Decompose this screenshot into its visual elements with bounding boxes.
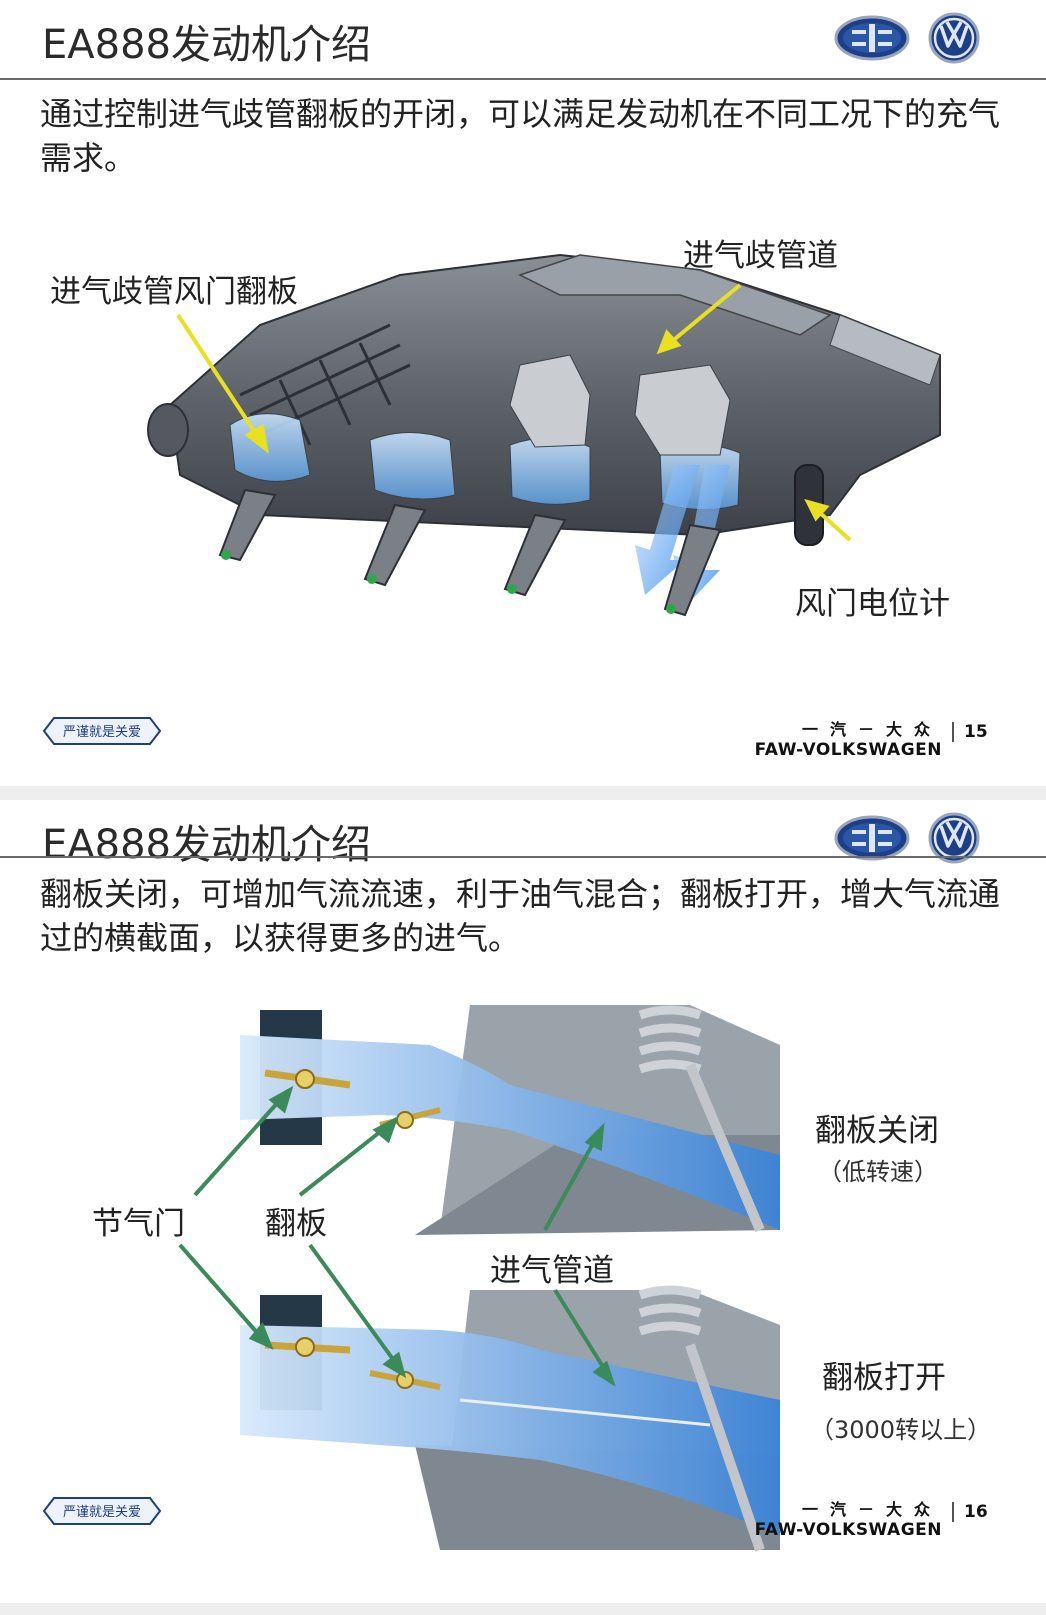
slide-separator xyxy=(0,786,1046,800)
label-intake-flap: 进气歧管风门翻板 xyxy=(50,274,298,310)
brand-en: FAW-VOLKSWAGEN xyxy=(754,1520,942,1540)
footer-badge: 严谨就是关爱 xyxy=(40,1494,164,1532)
slide-body-text: 通过控制进气歧管翻板的开闭，可以满足发动机在不同工况下的充气需求。 xyxy=(40,95,1001,177)
flap-diagram xyxy=(240,1005,780,1552)
pointer-arrows xyxy=(178,1085,616,1387)
label-closed-note: （低转速） xyxy=(818,1158,938,1186)
intake-manifold-illustration xyxy=(147,253,941,617)
label-intake-channel: 进气歧管道 xyxy=(683,238,838,274)
brand-cn: 一汽－大众 xyxy=(801,1500,942,1519)
label-flap: 翻板 xyxy=(265,1206,327,1242)
badge-icon: 严谨就是关爱 xyxy=(42,1497,162,1525)
label-flap-closed: 翻板关闭 xyxy=(815,1113,939,1149)
label-throttle: 节气门 xyxy=(92,1206,185,1242)
page-number: 15 xyxy=(952,722,988,742)
label-intake-channel: 进气管道 xyxy=(490,1253,614,1289)
brand-cn: 一汽－大众 xyxy=(801,720,942,739)
bottom-strip xyxy=(0,1603,1046,1615)
slide-body-text: 翻板关闭，可增加气流流速，利于油气混合；翻板打开，增大气流通过的横截面，以获得更… xyxy=(40,875,1001,957)
faw-logo-icon xyxy=(834,15,910,61)
brand-en: FAW-VOLKSWAGEN xyxy=(754,740,942,760)
slide-15: EA888发动机介绍 通过控制进气歧管翻板的开闭，可以满足发动机在不同工况下的充… xyxy=(0,0,1046,786)
footer-badge: 严谨就是关爱 xyxy=(40,714,164,752)
footer-brand: 一汽－大众 FAW-VOLKSWAGEN xyxy=(755,716,942,760)
label-open-note: （3000转以上） xyxy=(810,1416,992,1444)
vw-logo-icon xyxy=(928,12,980,64)
slide-title: EA888发动机介绍 xyxy=(42,22,371,68)
badge-icon: 严谨就是关爱 xyxy=(42,717,162,745)
badge-text: 严谨就是关爱 xyxy=(63,1505,141,1520)
badge-text: 严谨就是关爱 xyxy=(63,725,141,740)
slide-16: EA888发动机介绍 翻板关闭，可增加气流流速，利于油气混合；翻板打开，增大气流… xyxy=(0,800,1046,1612)
label-flap-open: 翻板打开 xyxy=(822,1360,946,1396)
header-logos xyxy=(834,12,980,64)
vw-logo-icon xyxy=(928,812,980,864)
footer-brand: 一汽－大众 FAW-VOLKSWAGEN xyxy=(755,1496,942,1540)
slide-title: EA888发动机介绍 xyxy=(42,822,371,868)
faw-logo-icon xyxy=(834,815,910,861)
title-divider xyxy=(0,856,1046,858)
label-flap-potentiometer: 风门电位计 xyxy=(795,586,950,622)
page-number: 16 xyxy=(952,1502,988,1522)
title-divider xyxy=(0,78,1046,80)
header-logos xyxy=(834,812,980,864)
